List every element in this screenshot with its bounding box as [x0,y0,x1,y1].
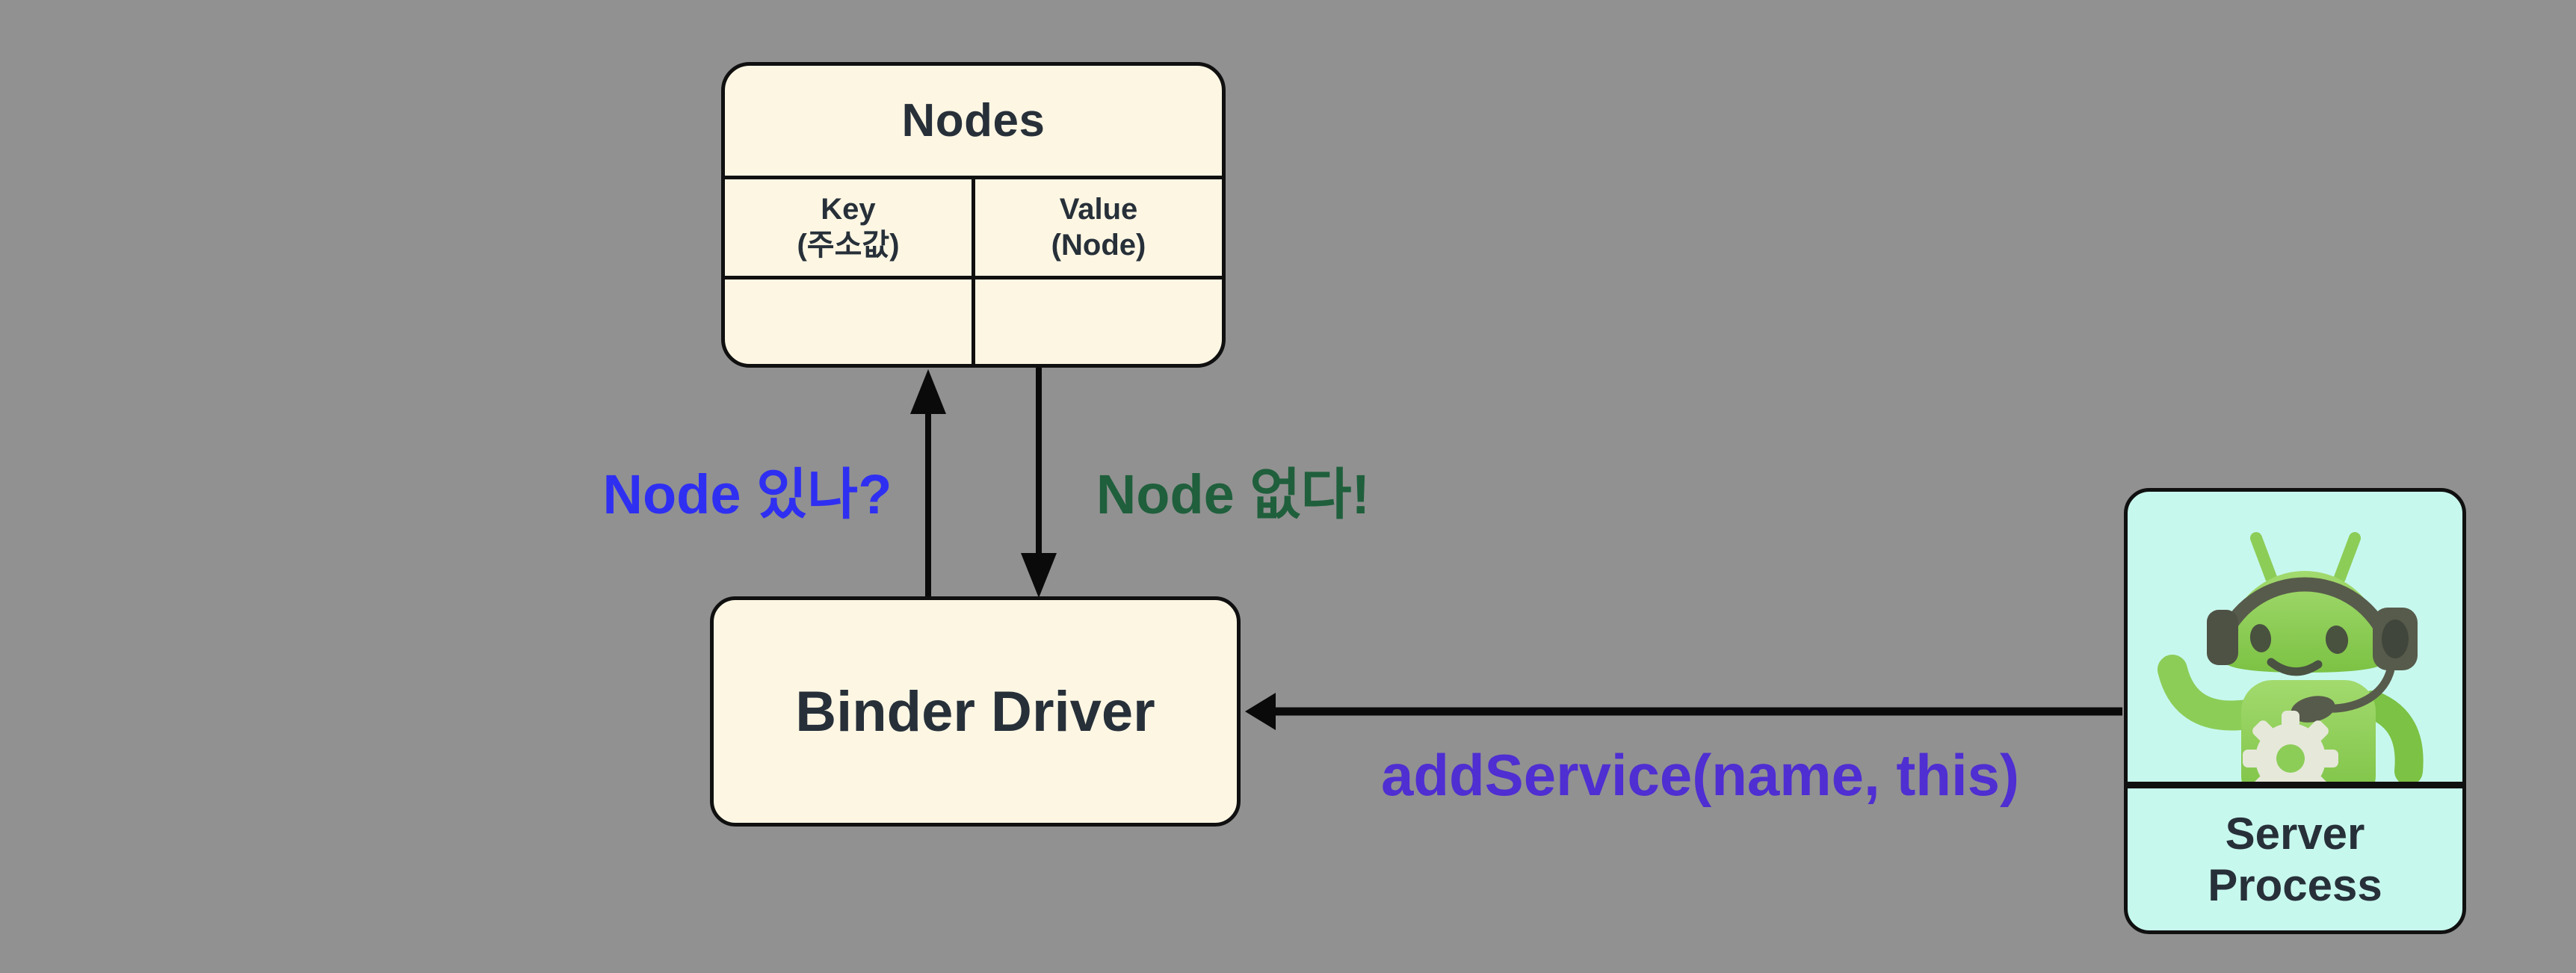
nodes-table: Nodes Key (주소값) Value (Node) [721,62,1226,368]
response-label: Node 없다! [1096,463,1371,525]
server-box-divider [2128,782,2462,788]
response-arrow [1021,366,1057,598]
server-label-line2: Process [2208,860,2382,910]
headset-mic-icon [2291,696,2335,723]
mascot-waving-arm [2158,655,2262,731]
server-label-line1: Server [2225,809,2365,859]
server-mascot-section [2128,492,2462,782]
mascot-smile [2267,658,2323,676]
empty-value-cell [975,279,1222,364]
empty-key-cell [725,279,975,364]
headset-earcup-inner [2382,620,2409,658]
server-process-box: Server Process [2124,488,2466,934]
binder-driver-label: Binder Driver [795,679,1155,744]
nodes-value-header: Value (Node) [975,179,1222,276]
add-service-arrow [1245,693,2122,730]
add-service-label: addService(name, this) [1381,742,2019,808]
value-header-sublabel: (Node) [1051,228,1146,262]
response-arrowhead-down [1021,553,1057,598]
mascot-eyes [2249,624,2349,654]
query-arrow [910,369,946,598]
server-process-label: Server Process [2128,788,2462,930]
gear-icon [2243,711,2338,782]
key-header-label: Key [821,193,876,226]
add-service-arrowhead-left [1245,693,1276,730]
nodes-key-header: Key (주소값) [725,179,975,276]
nodes-table-title: Nodes [725,66,1222,179]
binder-driver-box: Binder Driver [710,596,1241,827]
key-header-sublabel: (주소값) [797,228,900,262]
headset-band-icon [2214,577,2395,650]
android-mascot-icon [2158,532,2424,782]
query-arrowhead-up [910,369,946,414]
nodes-table-empty-row [725,279,1222,364]
headset-left-earcup-icon [2207,610,2238,665]
query-label: Node 있나? [602,463,892,525]
mascot-antennas [2250,532,2361,584]
mascot-right-arm [2359,691,2424,782]
headset-mic-boom-icon [2326,668,2395,713]
value-header-label: Value [1059,193,1138,226]
nodes-table-header-row: Key (주소값) Value (Node) [725,179,1222,279]
